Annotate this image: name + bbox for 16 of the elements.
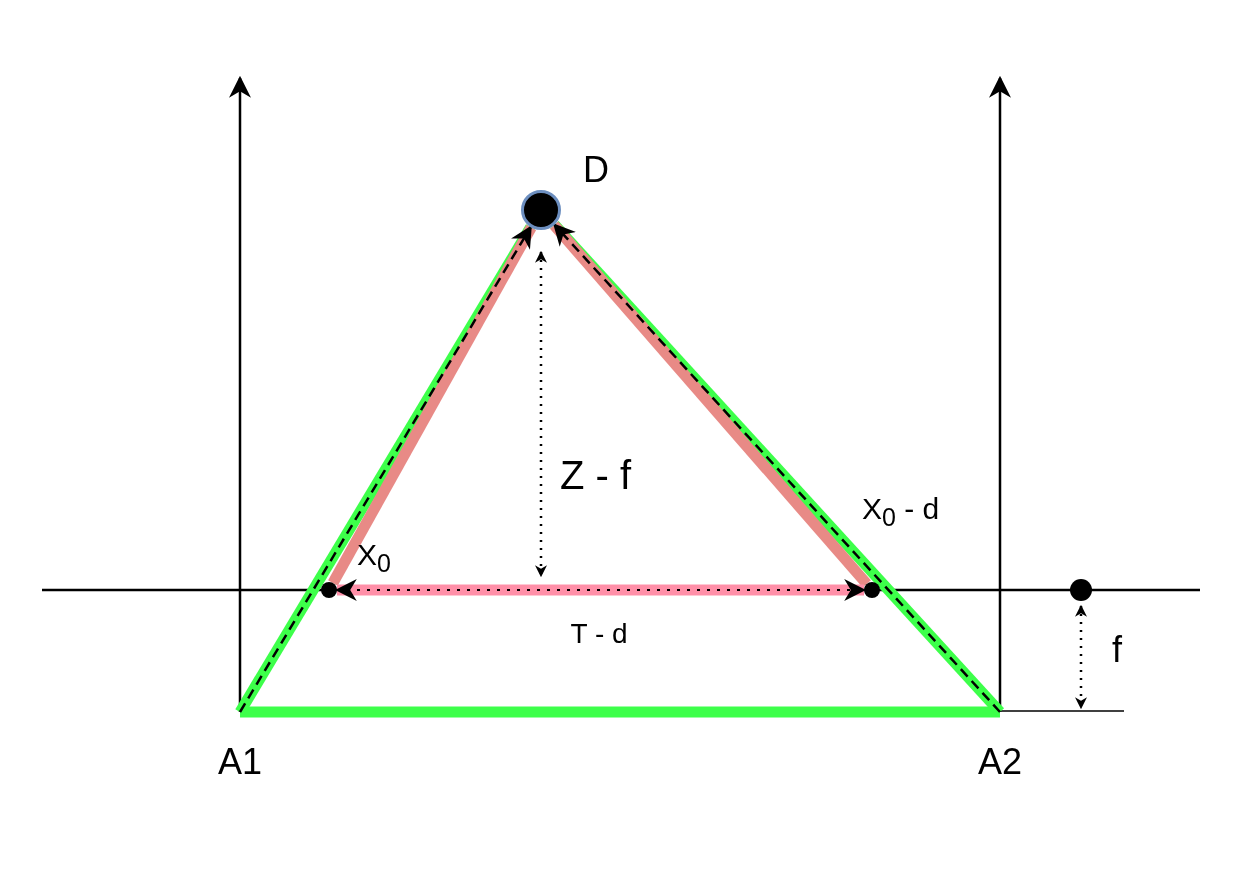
point-label: X$_{0}$ - d	[862, 494, 940, 530]
point-label: D	[583, 152, 609, 188]
point-dot	[521, 190, 561, 230]
dimension-label: Z - f	[560, 455, 632, 495]
point-dot	[321, 582, 337, 598]
point-label: X$_{0}$	[357, 540, 391, 576]
point-dot	[864, 582, 880, 598]
highlight-line	[328, 224, 537, 586]
highlight-line	[550, 221, 871, 588]
edge-label: T - d	[570, 620, 628, 648]
distance-arrow	[334, 579, 867, 601]
point-dot	[1070, 579, 1092, 601]
dimension-label: f	[1112, 632, 1122, 668]
point-label: A2	[976, 740, 1023, 784]
highlight-line	[240, 706, 1000, 718]
point-label: A1	[216, 740, 263, 784]
